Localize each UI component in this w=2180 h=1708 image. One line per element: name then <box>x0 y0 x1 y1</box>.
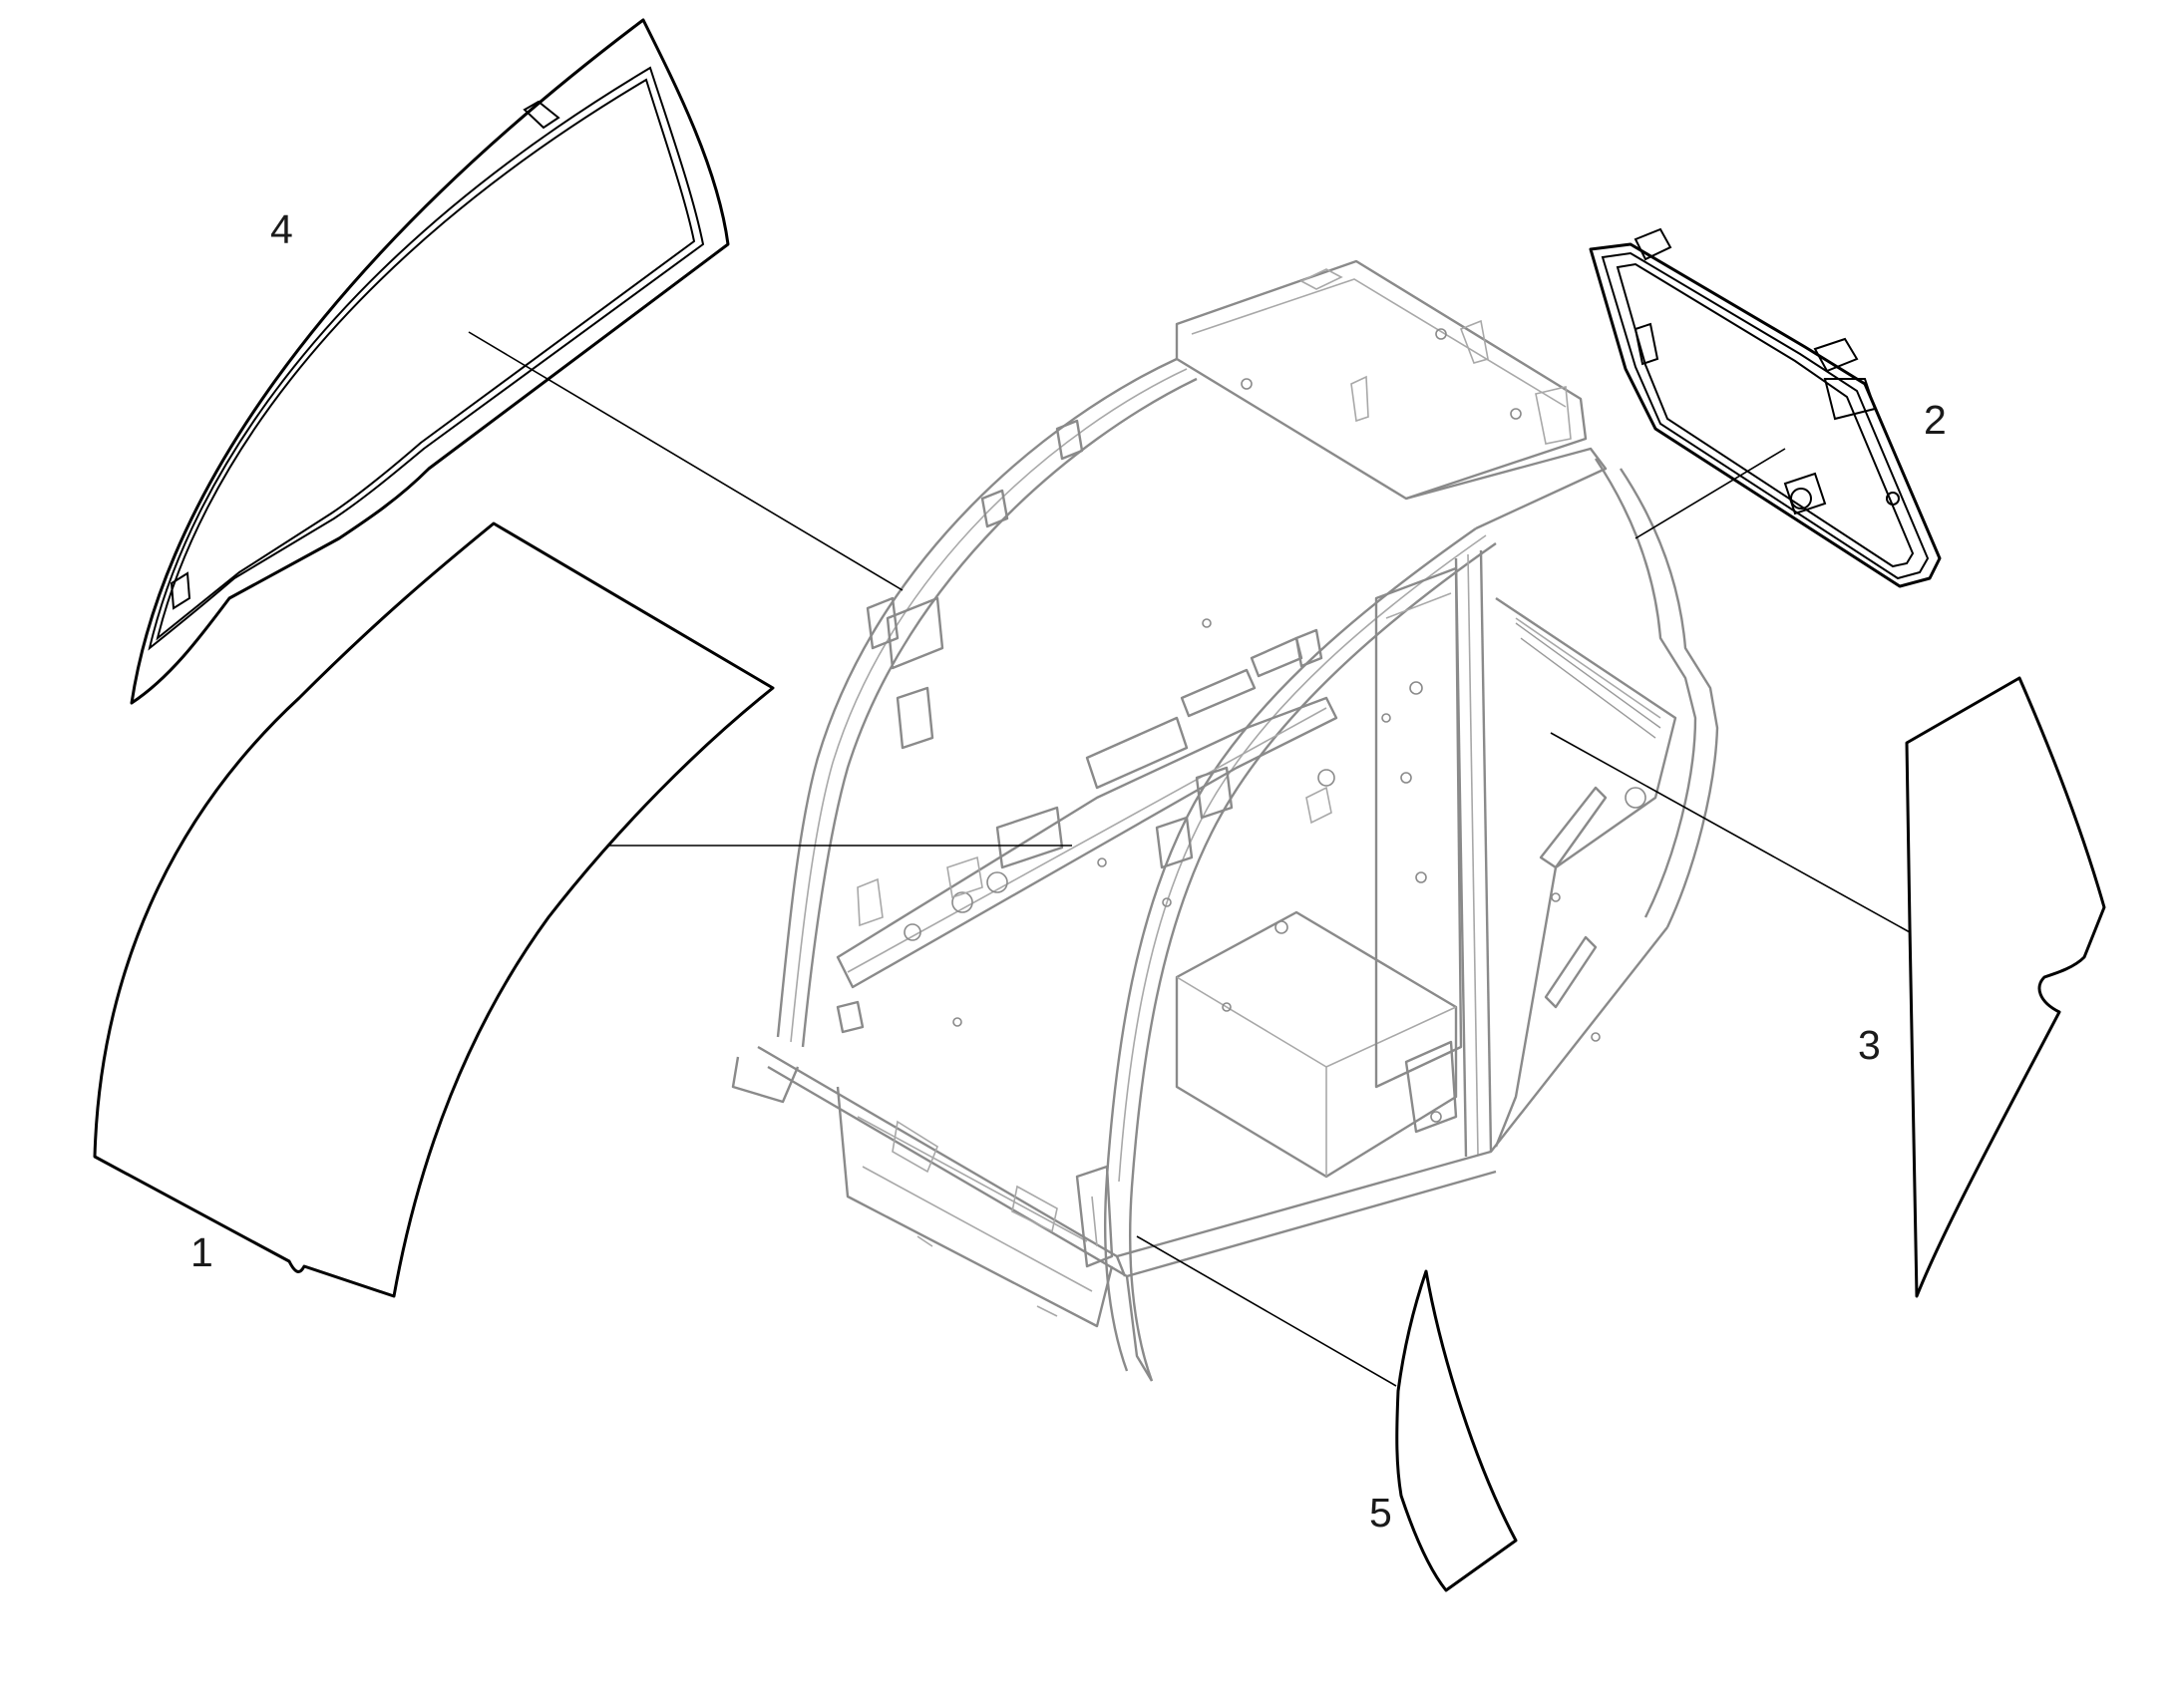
callout-1: 1 <box>190 1229 213 1275</box>
leader-4 <box>468 331 904 591</box>
glass-panel-5 <box>1395 1269 1518 1592</box>
glass-panel-2 <box>1589 227 1942 588</box>
leader-lines <box>468 331 1911 1387</box>
leader-2 <box>1635 448 1786 539</box>
callout-5: 5 <box>1369 1490 1392 1536</box>
callouts: 4 1 2 3 5 <box>190 206 1947 1536</box>
callout-2: 2 <box>1924 397 1947 443</box>
glass-panel-4 <box>130 18 730 705</box>
leader-5 <box>1136 1235 1397 1387</box>
glass-panel-3 <box>1905 676 2106 1298</box>
glass-panel-1 <box>93 521 775 1298</box>
cab-frame <box>731 259 1719 1382</box>
leader-3 <box>1550 732 1911 933</box>
callout-4: 4 <box>270 206 293 252</box>
callout-3: 3 <box>1858 1022 1881 1068</box>
